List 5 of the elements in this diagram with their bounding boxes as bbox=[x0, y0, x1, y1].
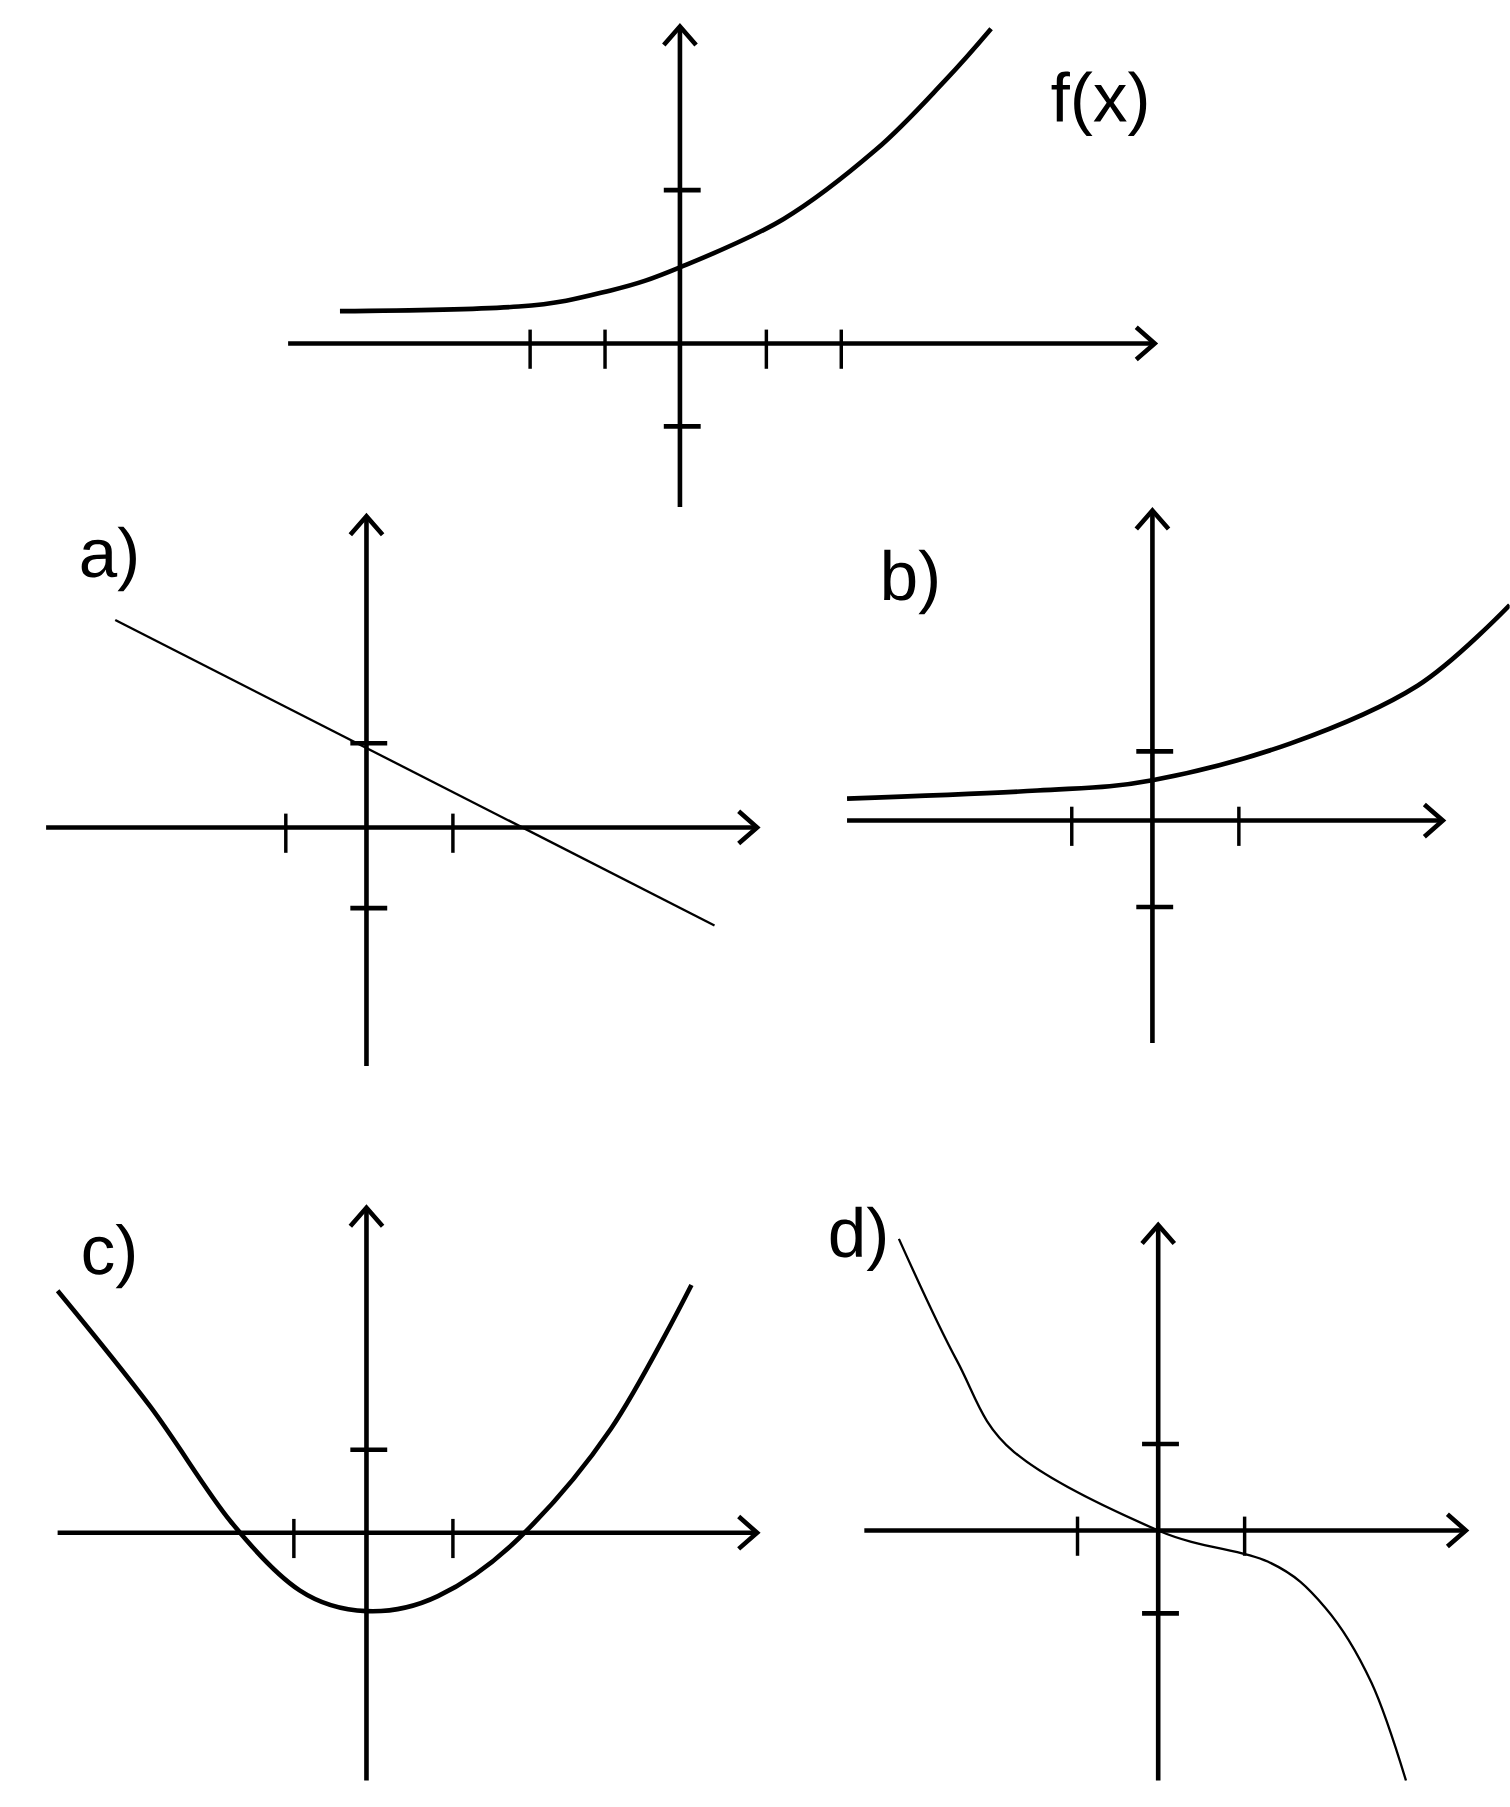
graph-label: d) bbox=[830, 1206, 886, 1272]
graph-label: f(x) bbox=[1051, 71, 1147, 136]
graph-label: a) bbox=[81, 526, 137, 592]
graph-label: b) bbox=[884, 549, 937, 615]
graph-label: c) bbox=[83, 1223, 135, 1289]
